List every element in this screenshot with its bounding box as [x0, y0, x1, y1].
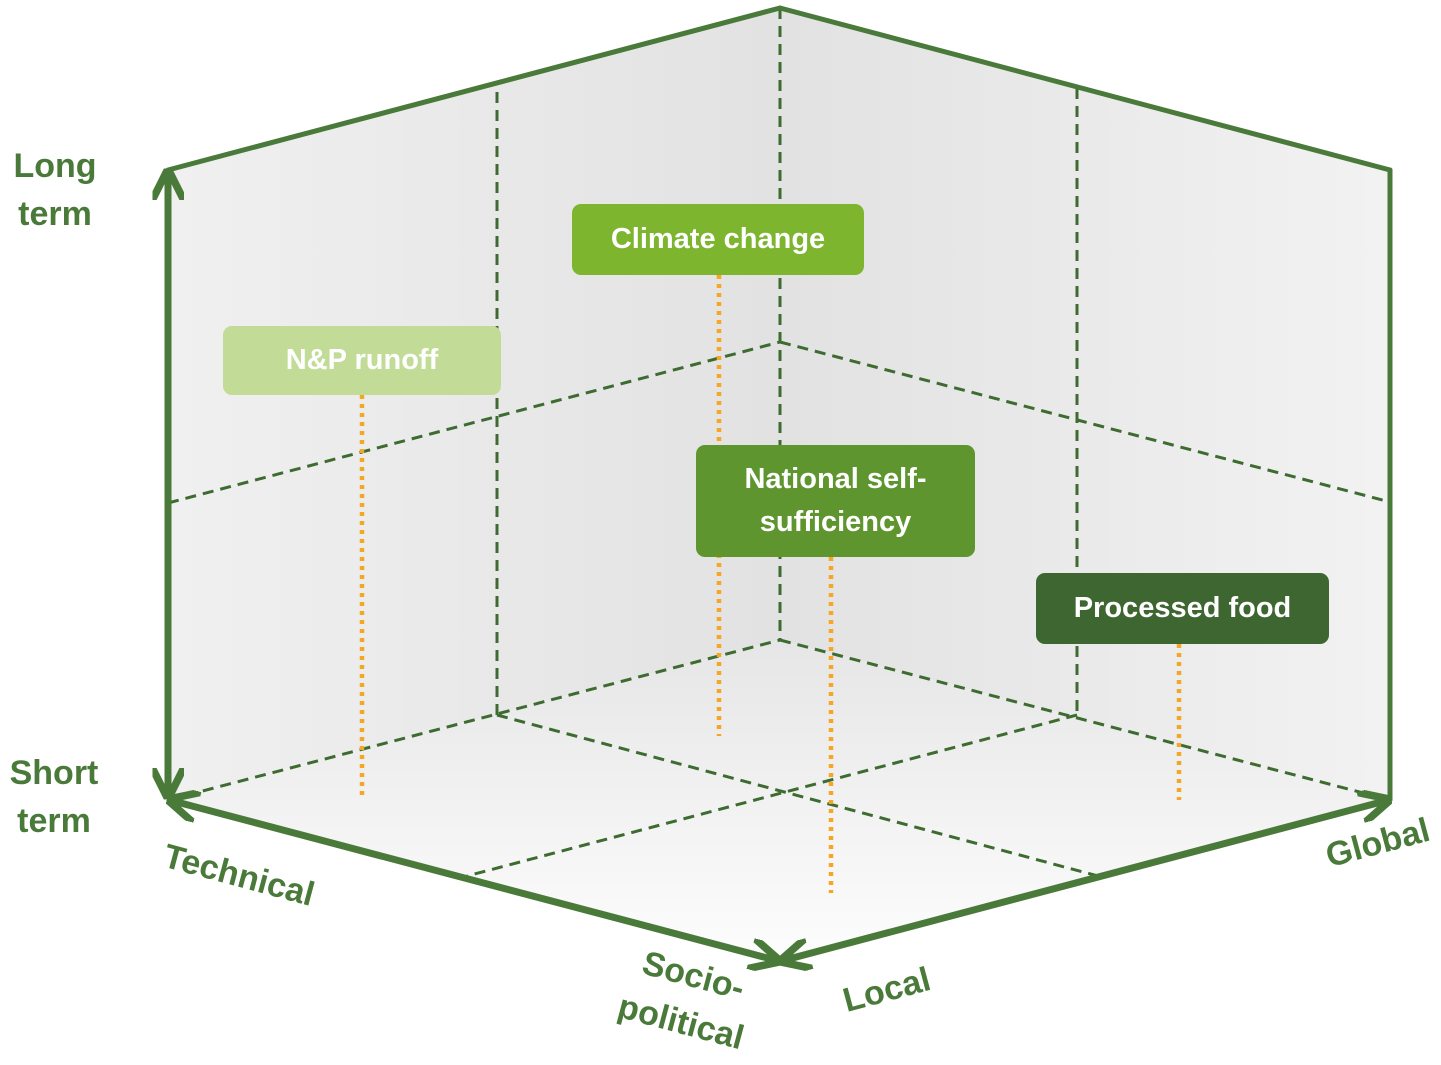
issue-climate-change: Climate change	[572, 204, 864, 275]
axes	[168, 175, 1385, 960]
nature-axis-arrow	[173, 801, 775, 960]
issue-stems	[359, 275, 1182, 893]
scale-axis-arrow	[785, 801, 1385, 960]
short-term-label: Short term	[9, 754, 99, 840]
issue-np-runoff: N&P runoff	[223, 326, 501, 395]
issue-processed-food: Processed food	[1036, 573, 1329, 644]
cube-frame	[165, 5, 1393, 803]
issue-national-self-sufficiency: National self-sufficiency	[696, 445, 975, 557]
long-term-label: Long term	[13, 147, 97, 233]
